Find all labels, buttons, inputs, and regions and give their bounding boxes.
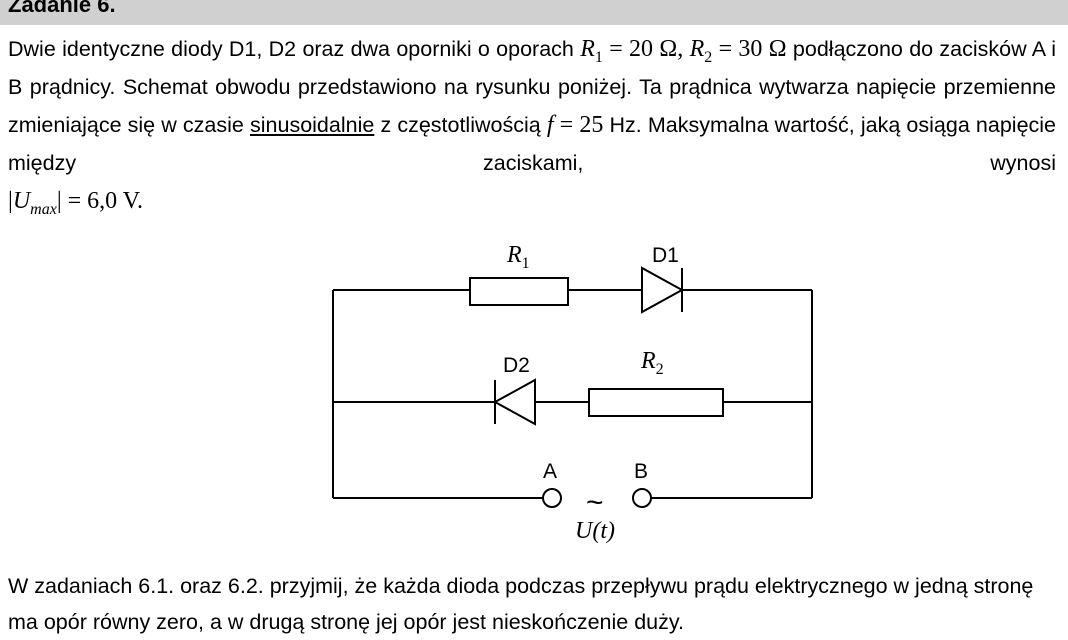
diode-d1-symbol <box>641 266 685 314</box>
footer-note: W zadaniach 6.1. oraz 6.2. przyjmij, że … <box>8 574 1034 634</box>
task-header-bar: Zadanie 6. <box>0 0 1068 25</box>
d2-label: D2 <box>503 354 530 377</box>
terminal-a-circle <box>542 488 562 508</box>
resistor-r2 <box>588 388 724 417</box>
intro-text-2: podłączono do zacisków A i B prądnicy. S… <box>8 37 1056 137</box>
intro-text-1: Dwie identyczne diody D1, D2 oraz dwa op… <box>8 37 581 61</box>
r1-formula: R1 = 20 Ω, R2 = 30 Ω <box>580 36 787 66</box>
underlined-word: sinusoidalnie <box>250 113 375 137</box>
terminal-b-circle <box>632 488 652 508</box>
ac-source-tilde: ~ <box>586 486 604 519</box>
source-voltage-label: U(t) <box>575 518 615 544</box>
intro-text-3: z częstotliwością <box>374 113 547 137</box>
intro-text-4: Hz. Maksymalna wartość, jaką osiąga napi… <box>8 113 1057 175</box>
terminal-a-label: A <box>543 460 557 483</box>
umax-line: |Umax| = 6,0 V. <box>8 188 143 218</box>
resistor-r1 <box>469 277 569 306</box>
task-description: Dwie identyczne diody D1, D2 oraz dwa op… <box>8 30 1056 220</box>
diode-d2-symbol <box>492 378 536 426</box>
r1-label: R1 <box>506 242 530 272</box>
frequency-formula: f = 25 <box>546 112 604 138</box>
r2-label: R2 <box>640 348 664 378</box>
task-title: Zadanie 6. <box>8 0 116 17</box>
terminal-b-label: B <box>634 460 648 483</box>
d1-label: D1 <box>652 244 679 267</box>
